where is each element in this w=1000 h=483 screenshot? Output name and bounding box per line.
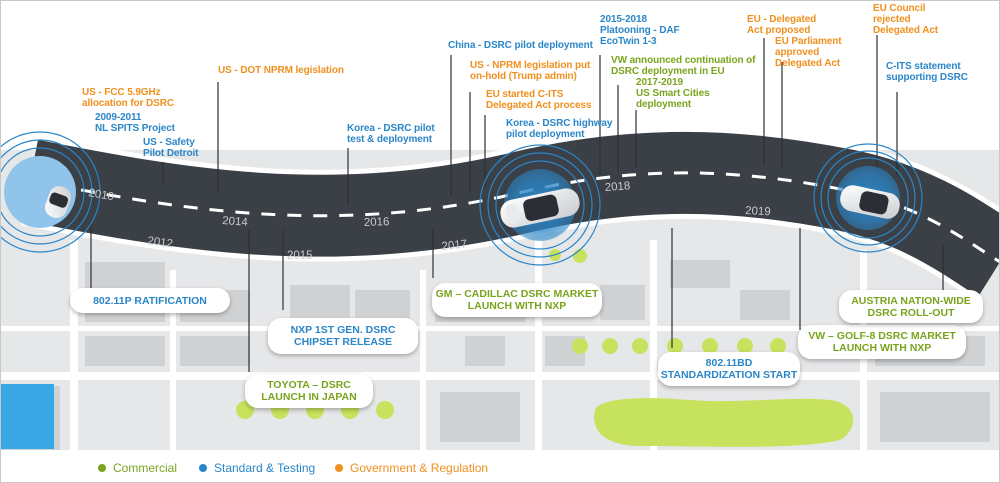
label-vw-continuation: VW announced continuation of DSRC deploy…	[611, 55, 756, 77]
label-eu-cits-started: EU started C-ITS Delegated Act process	[486, 89, 592, 111]
park-area	[594, 398, 854, 447]
label-korea-pilot: Korea - DSRC pilot test & deployment	[347, 123, 435, 145]
label-china-pilot: China - DSRC pilot deployment	[448, 40, 593, 51]
legend-label-commercial: Commercial	[113, 461, 178, 475]
year-2012: 2012	[147, 235, 174, 250]
year-2018: 2018	[604, 180, 630, 194]
car-left	[45, 186, 71, 218]
legend-label-standard: Standard & Testing	[214, 461, 316, 475]
label-us-safety-pilot: US - Safety Pilot Detroit	[143, 137, 199, 159]
legend-dot-standard	[199, 464, 207, 472]
legend-label-government: Government & Regulation	[350, 461, 489, 475]
signal-rings-mid	[479, 144, 601, 266]
road-center-dashes	[29, 171, 1000, 264]
label-platooning: 2015-2018 Platooning - DAF EcoTwin 1-3	[600, 14, 680, 47]
label-eu-parliament: EU Parliament approved Delegated Act	[775, 36, 842, 69]
water-area	[0, 384, 54, 449]
legend-item-standard: Standard & Testing	[199, 461, 315, 475]
legend-item-commercial: Commercial	[98, 461, 177, 475]
legend-dot-commercial	[98, 464, 106, 472]
legend-dot-government	[335, 464, 343, 472]
label-nl-spits: 2009-2011 NL SPITS Project	[95, 112, 175, 134]
year-2017: 2017	[441, 238, 468, 253]
year-2016: 2016	[364, 216, 390, 229]
label-eu-delegated-proposed: EU - Delegated Act proposed	[747, 14, 817, 36]
year-2010: 2010	[87, 187, 114, 203]
label-us-fcc: US - FCC 5.9GHz allocation for DSRC	[82, 87, 174, 109]
year-2019: 2019	[745, 205, 771, 218]
year-labels: 2010 2012 2014 2015 2016 2017 2018 2019	[87, 180, 771, 262]
milestone-802-11bd-start: 802.11BD STANDARDIZATION START	[658, 352, 800, 386]
car-right	[840, 185, 900, 219]
legend-item-government: Government & Regulation	[335, 461, 488, 475]
year-2014: 2014	[222, 215, 249, 229]
year-2015: 2015	[287, 250, 313, 262]
milestone-gm-cadillac: GM – CADILLAC DSRC MARKET LAUNCH WITH NX…	[432, 283, 602, 317]
milestone-802-11p-ratification: 802.11P RATIFICATION	[70, 288, 230, 313]
signal-rings-left	[0, 131, 101, 253]
label-korea-highway: Korea - DSRC highway pilot deployment	[506, 118, 613, 140]
label-us-smart-cities: 2017-2019 US Smart Cities deployment	[636, 77, 710, 110]
milestone-vw-golf-8: VW – GOLF-8 DSRC MARKET LAUNCH WITH NXP	[798, 325, 966, 359]
label-us-dot-nprm: US - DOT NPRM legislation	[218, 65, 344, 76]
milestone-nxp-chipset-release: NXP 1ST GEN. DSRC CHIPSET RELEASE	[268, 318, 418, 354]
label-cits-statement: C-ITS statement supporting DSRC	[886, 61, 968, 83]
label-eu-council: EU Council rejected Delegated Act	[873, 3, 939, 36]
car-middle	[500, 188, 580, 228]
milestone-toyota-japan: TOYOTA – DSRC LAUNCH IN JAPAN	[245, 374, 373, 408]
signal-rings-right	[813, 143, 923, 253]
label-us-nprm-hold: US - NPRM legislation put on-hold (Trump…	[470, 60, 591, 82]
milestone-austria-rollout: AUSTRIA NATION-WIDE DSRC ROLL-OUT	[839, 290, 983, 323]
